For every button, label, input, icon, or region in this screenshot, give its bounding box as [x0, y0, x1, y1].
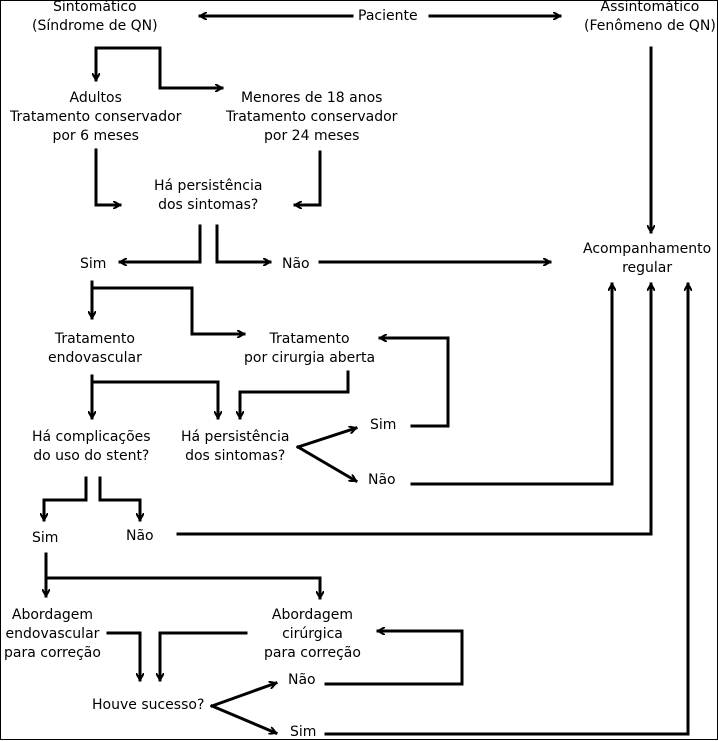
node-endovascular-correction: Abordagem endovascular para correção [4, 606, 101, 663]
node-follow-up: Acompanhamento regular [583, 240, 711, 278]
node-follow-up-line1: Acompanhamento [583, 241, 712, 257]
node-endovascular-line2: endovascular [48, 350, 142, 366]
node-adults-line3: por 6 meses [52, 128, 139, 144]
node-yes-2-label: Sim [370, 417, 397, 433]
node-no-2-label: Não [368, 472, 396, 488]
node-success-label: Houve sucesso? [92, 697, 205, 713]
node-yes-3-label: Sim [32, 530, 59, 546]
node-symptomatic-line1: Sintomático [53, 0, 137, 15]
node-no-3: Não [126, 527, 154, 546]
node-surgical-correction: Abordagem cirúrgica para correção [264, 606, 361, 663]
node-adults: Adultos Tratamento conservador por 6 mes… [10, 89, 181, 146]
node-no-1-label: Não [282, 256, 310, 272]
node-endovascular-line1: Tratamento [54, 331, 135, 347]
node-symptomatic-line2: (Síndrome de QN) [32, 18, 158, 34]
node-stent-complications-line1: Há complicações [32, 429, 151, 445]
arrow-persistence2-yes [296, 428, 356, 449]
node-no-4-label: Não [288, 672, 316, 688]
node-persistence-1-line2: dos sintomas? [158, 197, 259, 213]
node-minors-line3: por 24 meses [264, 128, 360, 144]
node-adults-line1: Adultos [69, 90, 122, 106]
arrow-yes4-followup [324, 282, 688, 736]
node-no-3-label: Não [126, 528, 154, 544]
arrow-yes3-surgicalcorrection [44, 576, 320, 600]
node-yes-3: Sim [32, 529, 58, 548]
node-endovascular: Tratamento endovascular [48, 330, 142, 368]
node-asymptomatic-line1: Assintomático [600, 0, 700, 15]
node-patient-label: Paciente [358, 8, 418, 24]
arrow-no4-surgicalcorrection [324, 631, 464, 686]
node-open-surgery: Tratamento por cirurgia aberta [244, 330, 375, 368]
node-symptomatic: Sintomático (Síndrome de QN) [32, 0, 158, 36]
arrow-endocorrection-success [106, 631, 140, 682]
node-no-4: Não [288, 671, 316, 690]
arrow-stent-no [98, 476, 140, 522]
node-open-surgery-line1: Tratamento [269, 331, 350, 347]
arrow-endo-persistence2 [90, 380, 218, 420]
node-yes-2: Sim [370, 416, 396, 435]
node-asymptomatic-line2: (Fenômeno de QN) [584, 18, 716, 34]
arrow-minors-persistence [293, 150, 322, 205]
node-adults-line2: Tratamento conservador [10, 109, 182, 125]
node-endovascular-correction-line2: endovascular [5, 626, 100, 642]
arrow-stent-yes [44, 476, 88, 522]
node-minors: Menores de 18 anos Tratamento conservado… [226, 89, 397, 146]
node-yes-1-label: Sim [80, 256, 107, 272]
node-persistence-2-line1: Há persistência [181, 429, 290, 445]
arrow-opensurgery-persistence2 [240, 370, 350, 420]
node-endovascular-correction-line1: Abordagem [11, 607, 94, 623]
node-stent-complications-line2: do uso do stent? [33, 448, 150, 464]
node-yes-1: Sim [80, 255, 106, 274]
node-endovascular-correction-line3: para correção [4, 645, 101, 661]
arrow-success-yes [210, 704, 278, 735]
node-success: Houve sucesso? [92, 696, 204, 715]
node-surgical-correction-line1: Abordagem [271, 607, 354, 623]
node-no-2: Não [368, 471, 396, 490]
arrow-no3-followup [176, 282, 651, 536]
node-follow-up-line2: regular [622, 260, 673, 276]
arrow-success-no [210, 683, 278, 708]
node-asymptomatic: Assintomático (Fenômeno de QN) [584, 0, 716, 36]
arrow-adults-persistence [94, 148, 122, 205]
node-open-surgery-line2: por cirurgia aberta [244, 350, 376, 366]
node-stent-complications: Há complicações do uso do stent? [32, 428, 151, 466]
node-minors-line1: Menores de 18 anos [240, 90, 383, 106]
arrow-surgicalcorrection-success [160, 631, 248, 682]
node-yes-4-label: Sim [290, 724, 317, 740]
node-persistence-2: Há persistência dos sintomas? [181, 428, 289, 466]
arrow-persistence-no [215, 224, 272, 262]
node-patient: Paciente [358, 7, 418, 26]
arrow-no2-followup [410, 282, 612, 486]
arrow-persistence-yes [118, 224, 202, 262]
arrow-yes2-opensurgery [378, 338, 450, 428]
arrow-symptomatic-minors [94, 46, 224, 88]
node-yes-4: Sim [290, 723, 316, 742]
arrow-persistence2-no [295, 444, 359, 484]
node-surgical-correction-line3: para correção [264, 645, 361, 661]
node-minors-line2: Tratamento conservador [226, 109, 398, 125]
node-persistence-2-line2: dos sintomas? [185, 448, 286, 464]
node-no-1: Não [282, 255, 310, 274]
node-persistence-1-line1: Há persistência [154, 178, 263, 194]
arrow-yes1-opensurgery [90, 286, 246, 334]
node-surgical-correction-line2: cirúrgica [282, 626, 343, 642]
node-persistence-1: Há persistência dos sintomas? [154, 177, 262, 215]
